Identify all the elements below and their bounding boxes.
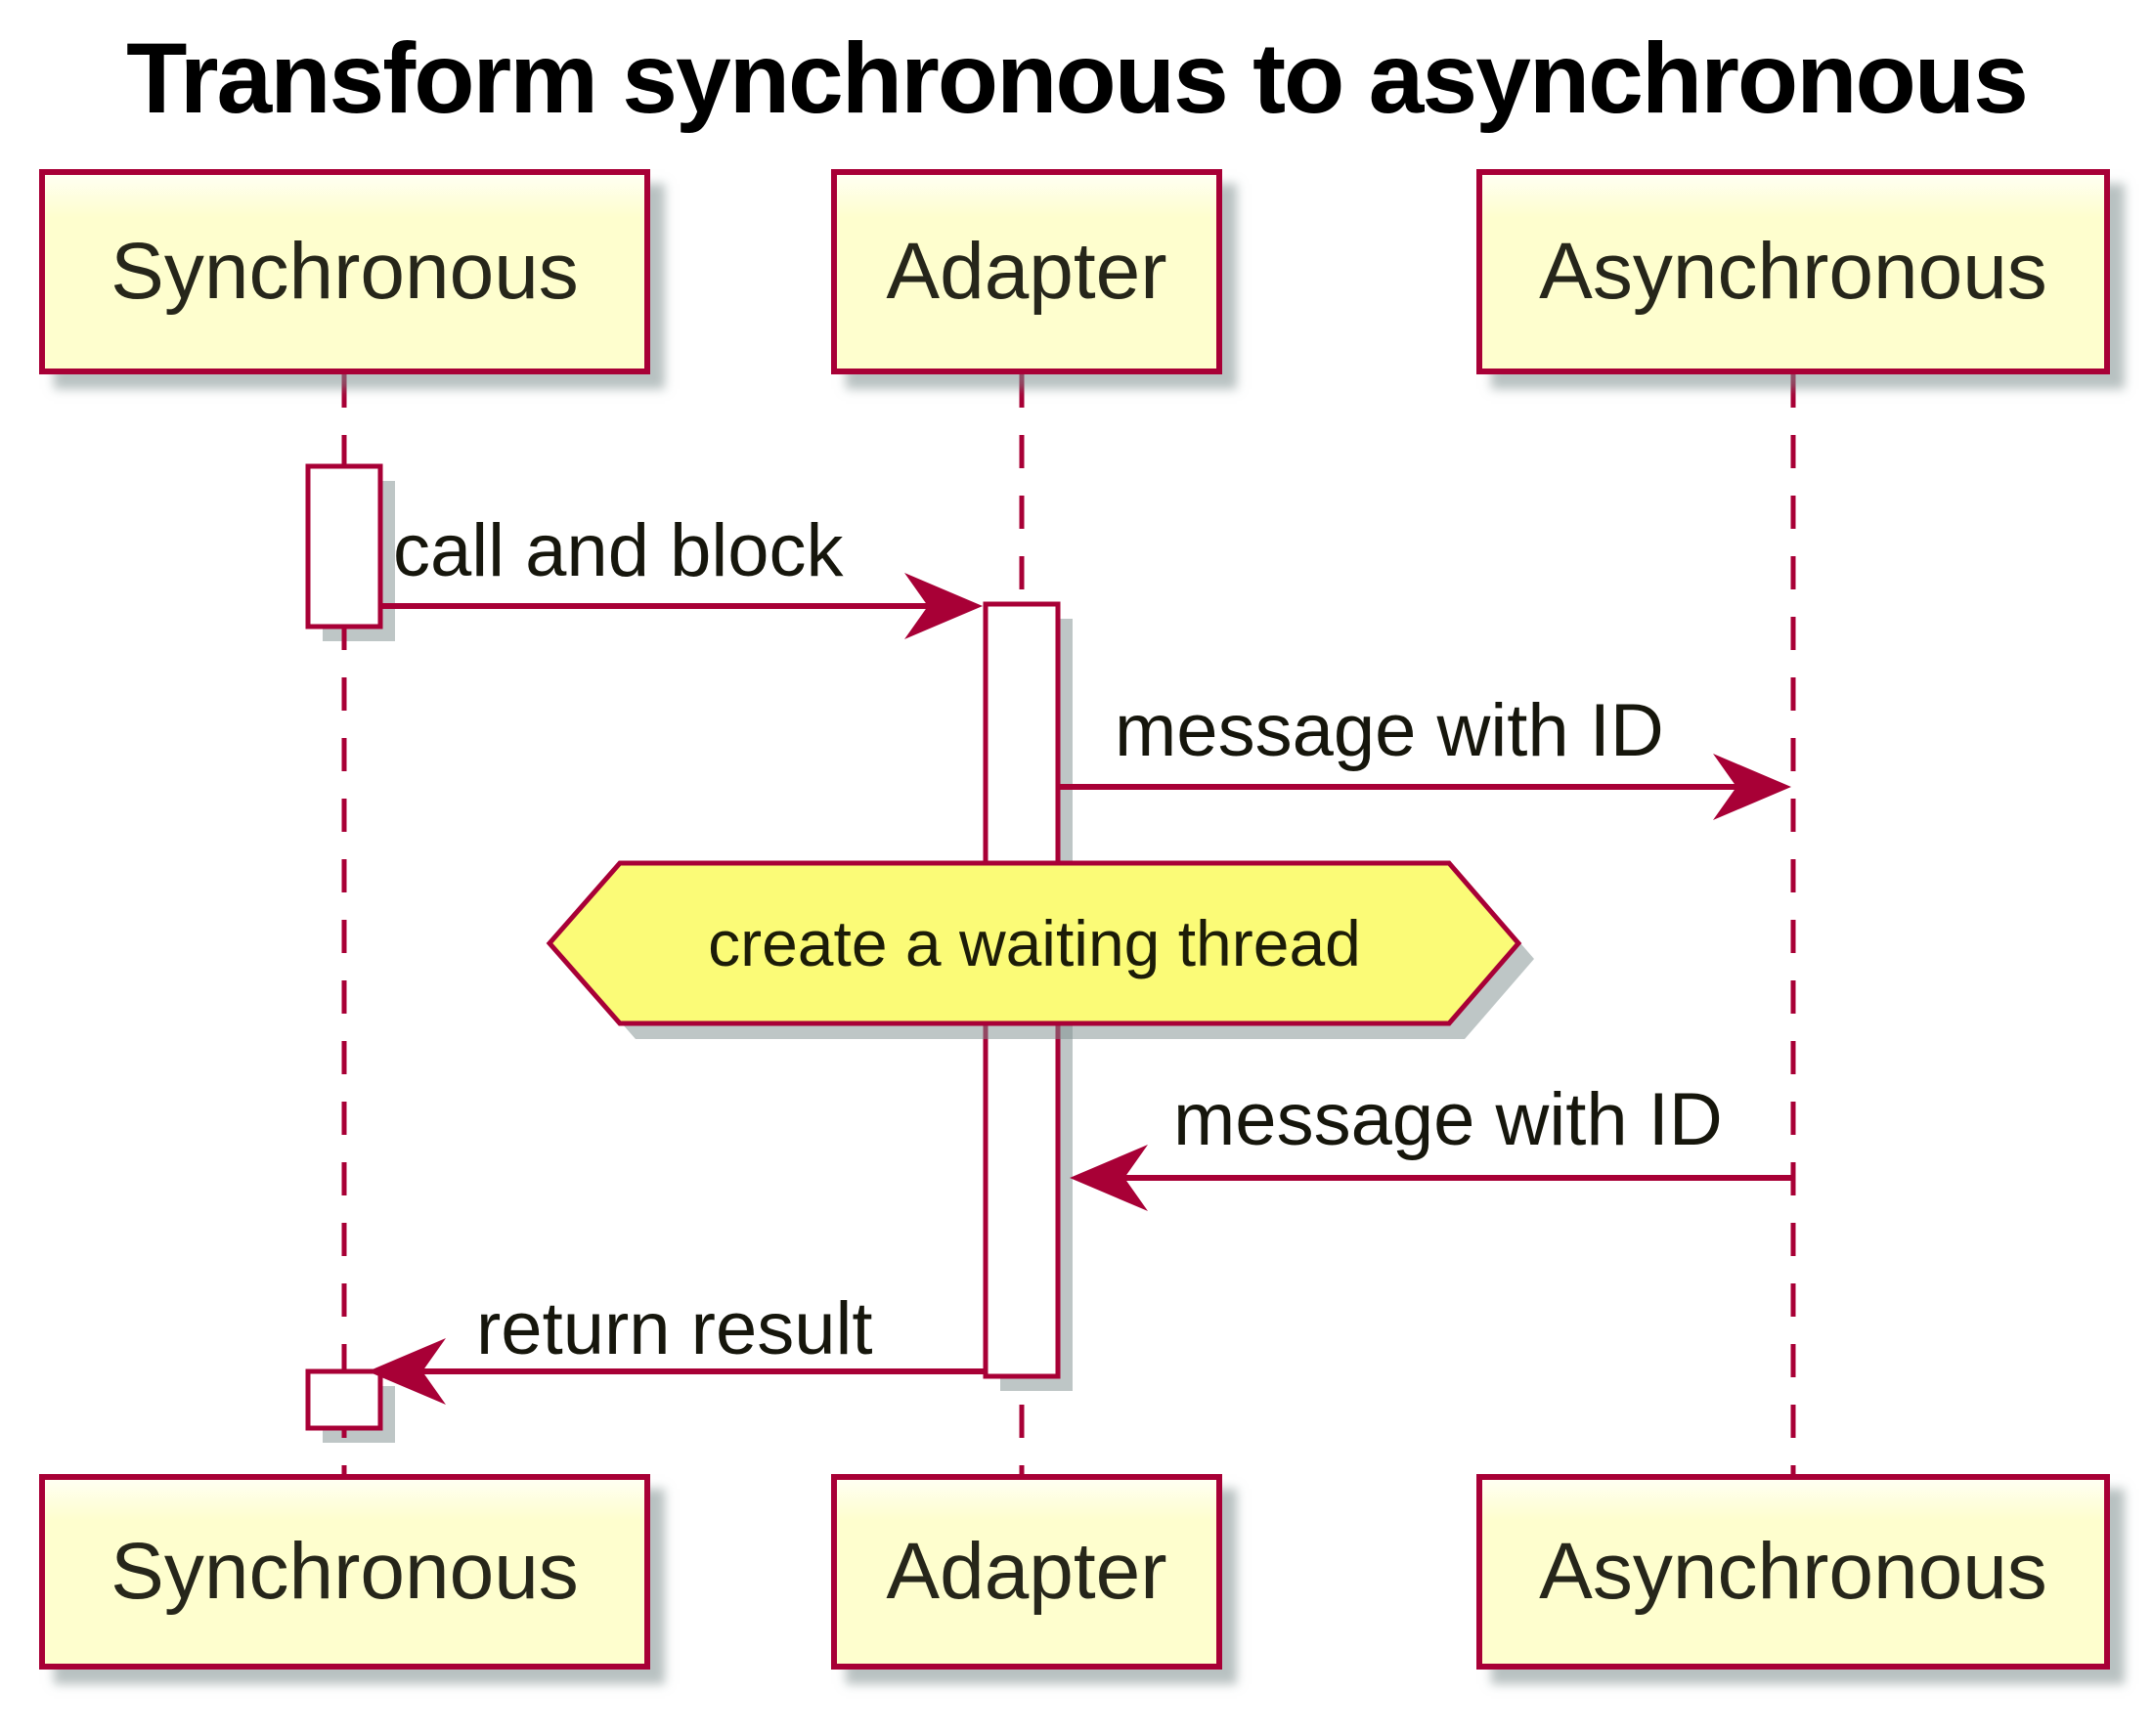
participant-label: Adapter — [886, 1527, 1167, 1616]
participant-label: Synchronous — [110, 227, 579, 316]
participant-bottom-synchronous: Synchronous — [39, 1474, 650, 1670]
arrowhead-message-with-id-1 — [1713, 754, 1791, 820]
diagram-title: Transform synchronous to asynchronous — [126, 22, 2029, 134]
message-label-call-and-block: call and block — [393, 509, 844, 592]
participant-label: Asynchronous — [1539, 227, 2047, 316]
activation-bar-synchronous-return — [305, 1368, 383, 1431]
participant-label: Asynchronous — [1539, 1527, 2047, 1616]
participant-bottom-asynchronous: Asynchronous — [1476, 1474, 2110, 1670]
message-label-message-with-id-2: message with ID — [1173, 1078, 1723, 1161]
participant-top-asynchronous: Asynchronous — [1476, 169, 2110, 374]
participant-bottom-adapter: Adapter — [831, 1474, 1222, 1670]
activation-bar-synchronous — [305, 463, 383, 629]
participant-label: Adapter — [886, 227, 1167, 316]
arrowhead-message-with-id-2 — [1070, 1145, 1148, 1211]
message-label-message-with-id-1: message with ID — [1115, 689, 1664, 772]
arrowhead-return-result — [368, 1338, 446, 1405]
participant-label: Synchronous — [110, 1527, 579, 1616]
message-label-return-result: return result — [476, 1287, 873, 1370]
note-hexagon — [546, 860, 1522, 1026]
arrowhead-call-and-block — [904, 573, 983, 639]
participant-top-synchronous: Synchronous — [39, 169, 650, 374]
participant-top-adapter: Adapter — [831, 169, 1222, 374]
note-label: create a waiting thread — [708, 907, 1361, 979]
